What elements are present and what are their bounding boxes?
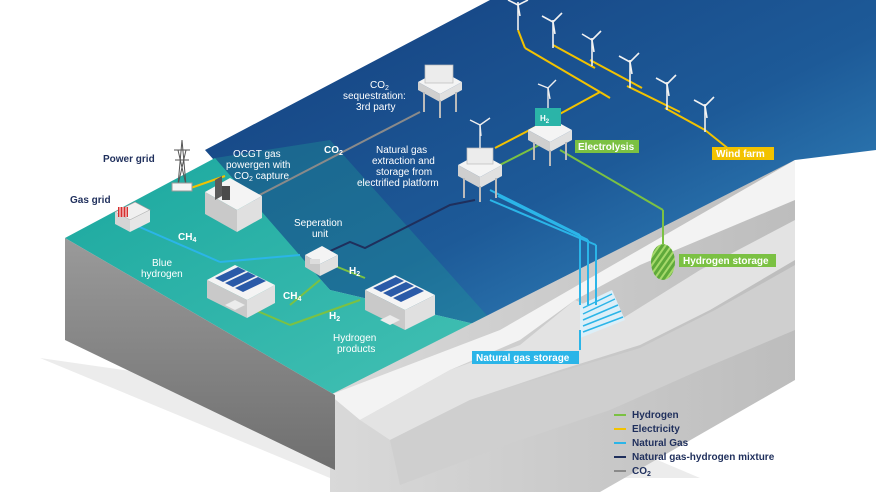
wind-turbine <box>507 0 529 30</box>
svg-text:storage from: storage from <box>376 167 432 178</box>
legend-item: Natural Gas <box>614 438 689 449</box>
wind-turbine <box>581 30 602 66</box>
h2-flow-label-bottom: H2 <box>329 311 340 323</box>
svg-text:CO2: CO2 <box>370 80 389 92</box>
wind-turbines <box>507 0 715 132</box>
hydrogen-lines <box>254 141 664 326</box>
svg-text:CO2 capture: CO2 capture <box>234 171 289 183</box>
gas-grid-label: Gas grid <box>70 195 111 206</box>
power-grid-pylon <box>171 139 193 192</box>
legend-item: Natural gas-hydrogen mixture <box>614 452 775 463</box>
svg-text:products: products <box>337 344 375 355</box>
svg-text:Hydrogen: Hydrogen <box>333 333 376 344</box>
mixture-lines <box>314 199 476 259</box>
rock-layer-low <box>390 265 795 485</box>
natural-gas-platform-label: Natural gas extraction and storage from … <box>357 145 439 189</box>
h2-flow-label-top: H2 <box>349 266 360 278</box>
land-side <box>65 238 335 470</box>
ocgt-label: OCGT gas powergen with CO2 capture <box>226 149 290 183</box>
natural-gas-storage-tag: Natural gas storage <box>472 351 579 364</box>
svg-text:OCGT gas: OCGT gas <box>233 149 281 160</box>
svg-text:Hydrogen storage: Hydrogen storage <box>683 256 769 267</box>
wind-turbine <box>693 96 715 132</box>
legend-item: Electricity <box>614 424 680 435</box>
svg-text:3rd party: 3rd party <box>356 102 395 113</box>
gas-grid-station <box>114 201 151 232</box>
svg-text:hydrogen: hydrogen <box>141 269 183 280</box>
legend-label: Natural gas-hydrogen mixture <box>632 452 775 463</box>
natural-gas-lines <box>134 189 597 350</box>
svg-text:sequestration:: sequestration: <box>343 91 406 102</box>
natural-gas-reservoir <box>580 290 625 338</box>
svg-text:Natural gas: Natural gas <box>376 145 427 156</box>
svg-text:electrified platform: electrified platform <box>357 178 439 189</box>
co2-flow-label: CO2 <box>324 145 343 157</box>
svg-text:Electrolysis: Electrolysis <box>578 142 635 153</box>
wind-turbine <box>655 74 677 110</box>
legend-label: CO2 <box>632 466 651 478</box>
legend-item: CO2 <box>614 466 651 478</box>
ocgt-plant <box>205 176 262 232</box>
co2-sequestration-label: CO2 sequestration: 3rd party <box>343 80 406 113</box>
h2-badge: H2 <box>540 114 550 125</box>
separation-unit-label: Seperation unit <box>294 218 342 240</box>
ch4-flow-label-top: CH4 <box>178 232 196 244</box>
legend-item: Hydrogen <box>614 410 679 421</box>
svg-text:Blue: Blue <box>152 258 172 269</box>
electrolysis-tag: Electrolysis <box>575 140 639 153</box>
svg-text:Natural gas storage: Natural gas storage <box>476 353 570 364</box>
rock-layer-top <box>330 160 795 420</box>
legend-label: Natural Gas <box>632 438 689 449</box>
wind-turbine <box>541 12 563 48</box>
blue-hydrogen-label: Blue hydrogen <box>141 258 183 280</box>
power-grid-label: Power grid <box>103 154 155 165</box>
co2-sequestration-platform <box>418 64 462 118</box>
svg-text:unit: unit <box>312 229 328 240</box>
blue-hydrogen-plant <box>207 265 275 318</box>
svg-text:Wind farm: Wind farm <box>716 149 765 160</box>
svg-text:Seperation: Seperation <box>294 218 342 229</box>
land-surface <box>65 158 500 395</box>
coast-shading <box>215 140 500 330</box>
legend-label: Electricity <box>632 424 680 435</box>
hydrogen-products-plant <box>365 275 435 330</box>
electrolysis-platform <box>528 79 572 166</box>
wind-turbine <box>618 52 640 88</box>
legend-label: Hydrogen <box>632 410 679 421</box>
hydrogen-products-label: Hydrogen products <box>333 333 376 355</box>
hydrogen-storage-tag: Hydrogen storage <box>679 254 776 267</box>
rock-layer-mid <box>360 220 795 440</box>
sea-surface <box>205 0 876 330</box>
hydrogen-storage-tank <box>651 244 675 280</box>
separation-unit <box>305 246 338 276</box>
wind-farm-tag: Wind farm <box>712 147 774 160</box>
natural-gas-platform <box>458 117 502 202</box>
svg-text:extraction and: extraction and <box>372 156 435 167</box>
ch4-flow-label-bottom: CH4 <box>283 291 301 303</box>
svg-text:powergen with: powergen with <box>226 160 290 171</box>
